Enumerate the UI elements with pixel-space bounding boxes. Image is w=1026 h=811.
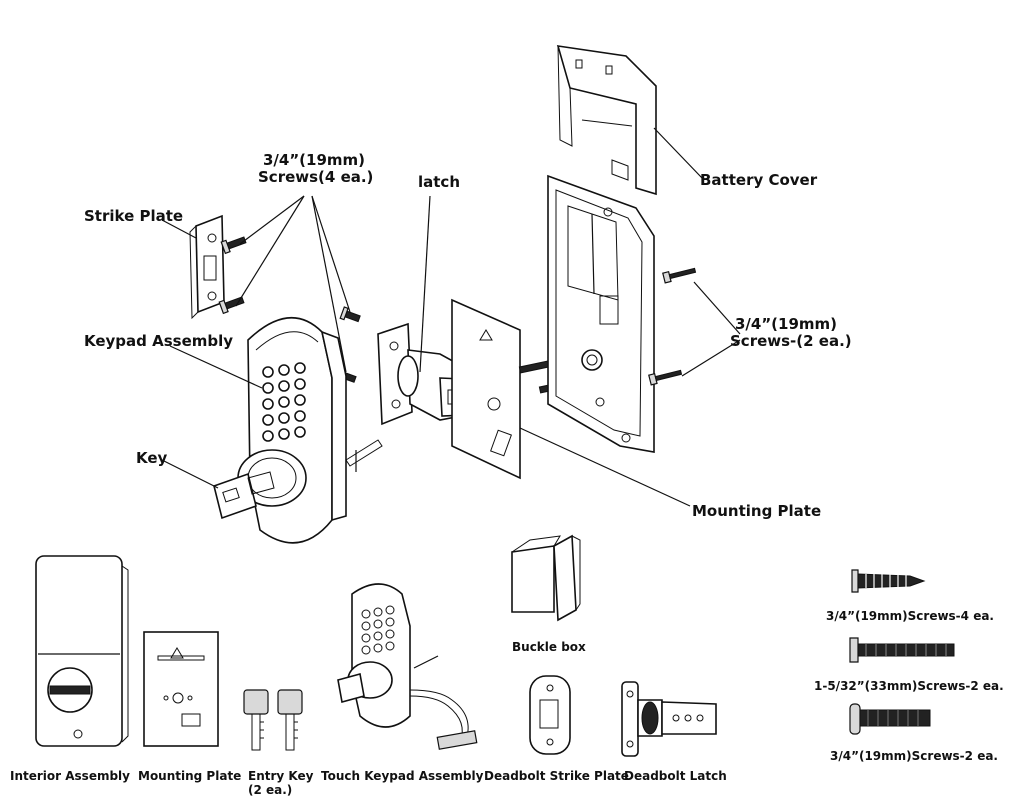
strike-plate-label: Strike Plate: [84, 207, 184, 225]
screws-4-label-line1: 3/4”(19mm): [262, 151, 366, 169]
key-drawing: [213, 471, 275, 520]
buckle-box-label: Buckle box: [512, 640, 586, 654]
deadbolt-latch-label: Deadbolt Latch: [624, 769, 727, 783]
deadbolt-strike-plate-label: Deadbolt Strike Plate: [484, 769, 629, 783]
screws-2-label-line1: 3/4”(19mm): [734, 315, 838, 333]
screws-2-label: 3/4”(19mm) Screws-(2 ea.): [730, 315, 852, 351]
strike-plate-leader: [161, 219, 197, 239]
keypad-assembly-drawing: [237, 317, 383, 544]
screw-spec-33mm-2: 1-5/32”(33mm)Screws-2 ea.: [814, 679, 1004, 693]
buckle-box-part: [511, 534, 581, 622]
mounting-plate-part: [143, 631, 219, 747]
screw-spec-19mm-2: 3/4”(19mm)Screws-2 ea.: [830, 749, 998, 763]
touch-keypad-assembly-label: Touch Keypad Assembly: [321, 769, 484, 783]
deadbolt-latch-part: [621, 681, 717, 757]
entry-keys-part: [243, 689, 303, 751]
keypad-buttons: [262, 362, 306, 442]
battery-cover-label: Battery Cover: [700, 171, 818, 189]
keypad-assembly-leader: [169, 345, 263, 389]
mounting-plate-label: Mounting Plate: [692, 502, 822, 520]
screws-4-label-line2: Screws(4 ea.): [258, 168, 374, 187]
key-leader: [161, 459, 219, 489]
interior-assembly-label: Interior Assembly: [10, 769, 130, 783]
mounting-plate-part-label: Mounting Plate: [138, 769, 242, 783]
interior-housing-drawing: [547, 174, 655, 453]
latch-label: latch: [418, 173, 461, 191]
screw-spec-19mm-4: 3/4”(19mm)Screws-4 ea.: [826, 609, 994, 623]
mounting-plate-drawing: [451, 298, 691, 507]
deadbolt-strike-plate-part: [529, 675, 571, 755]
screw-19mm-2-drawing: [849, 703, 931, 735]
screw-19mm-4-drawing: [851, 569, 926, 593]
interior-assembly-part: [35, 555, 129, 747]
screws-4-leaders: [235, 195, 351, 373]
entry-key-label: Entry Key (2 ea.): [248, 769, 314, 798]
battery-cover-drawing: [556, 45, 703, 196]
key-label: Key: [136, 449, 168, 467]
keypad-assembly-label: Keypad Assembly: [84, 332, 234, 350]
screw-33mm-drawing: [849, 637, 955, 663]
screws-2-label-line2: Screws-(2 ea.): [730, 332, 852, 351]
entry-key-label-line2: (2 ea.): [248, 782, 293, 797]
screws-4-label: 3/4”(19mm) Screws(4 ea.): [258, 151, 374, 187]
side-screws-drawing: [648, 267, 741, 386]
entry-key-label-line1: Entry Key: [248, 769, 314, 783]
touch-keypad-assembly-part: [337, 583, 478, 750]
